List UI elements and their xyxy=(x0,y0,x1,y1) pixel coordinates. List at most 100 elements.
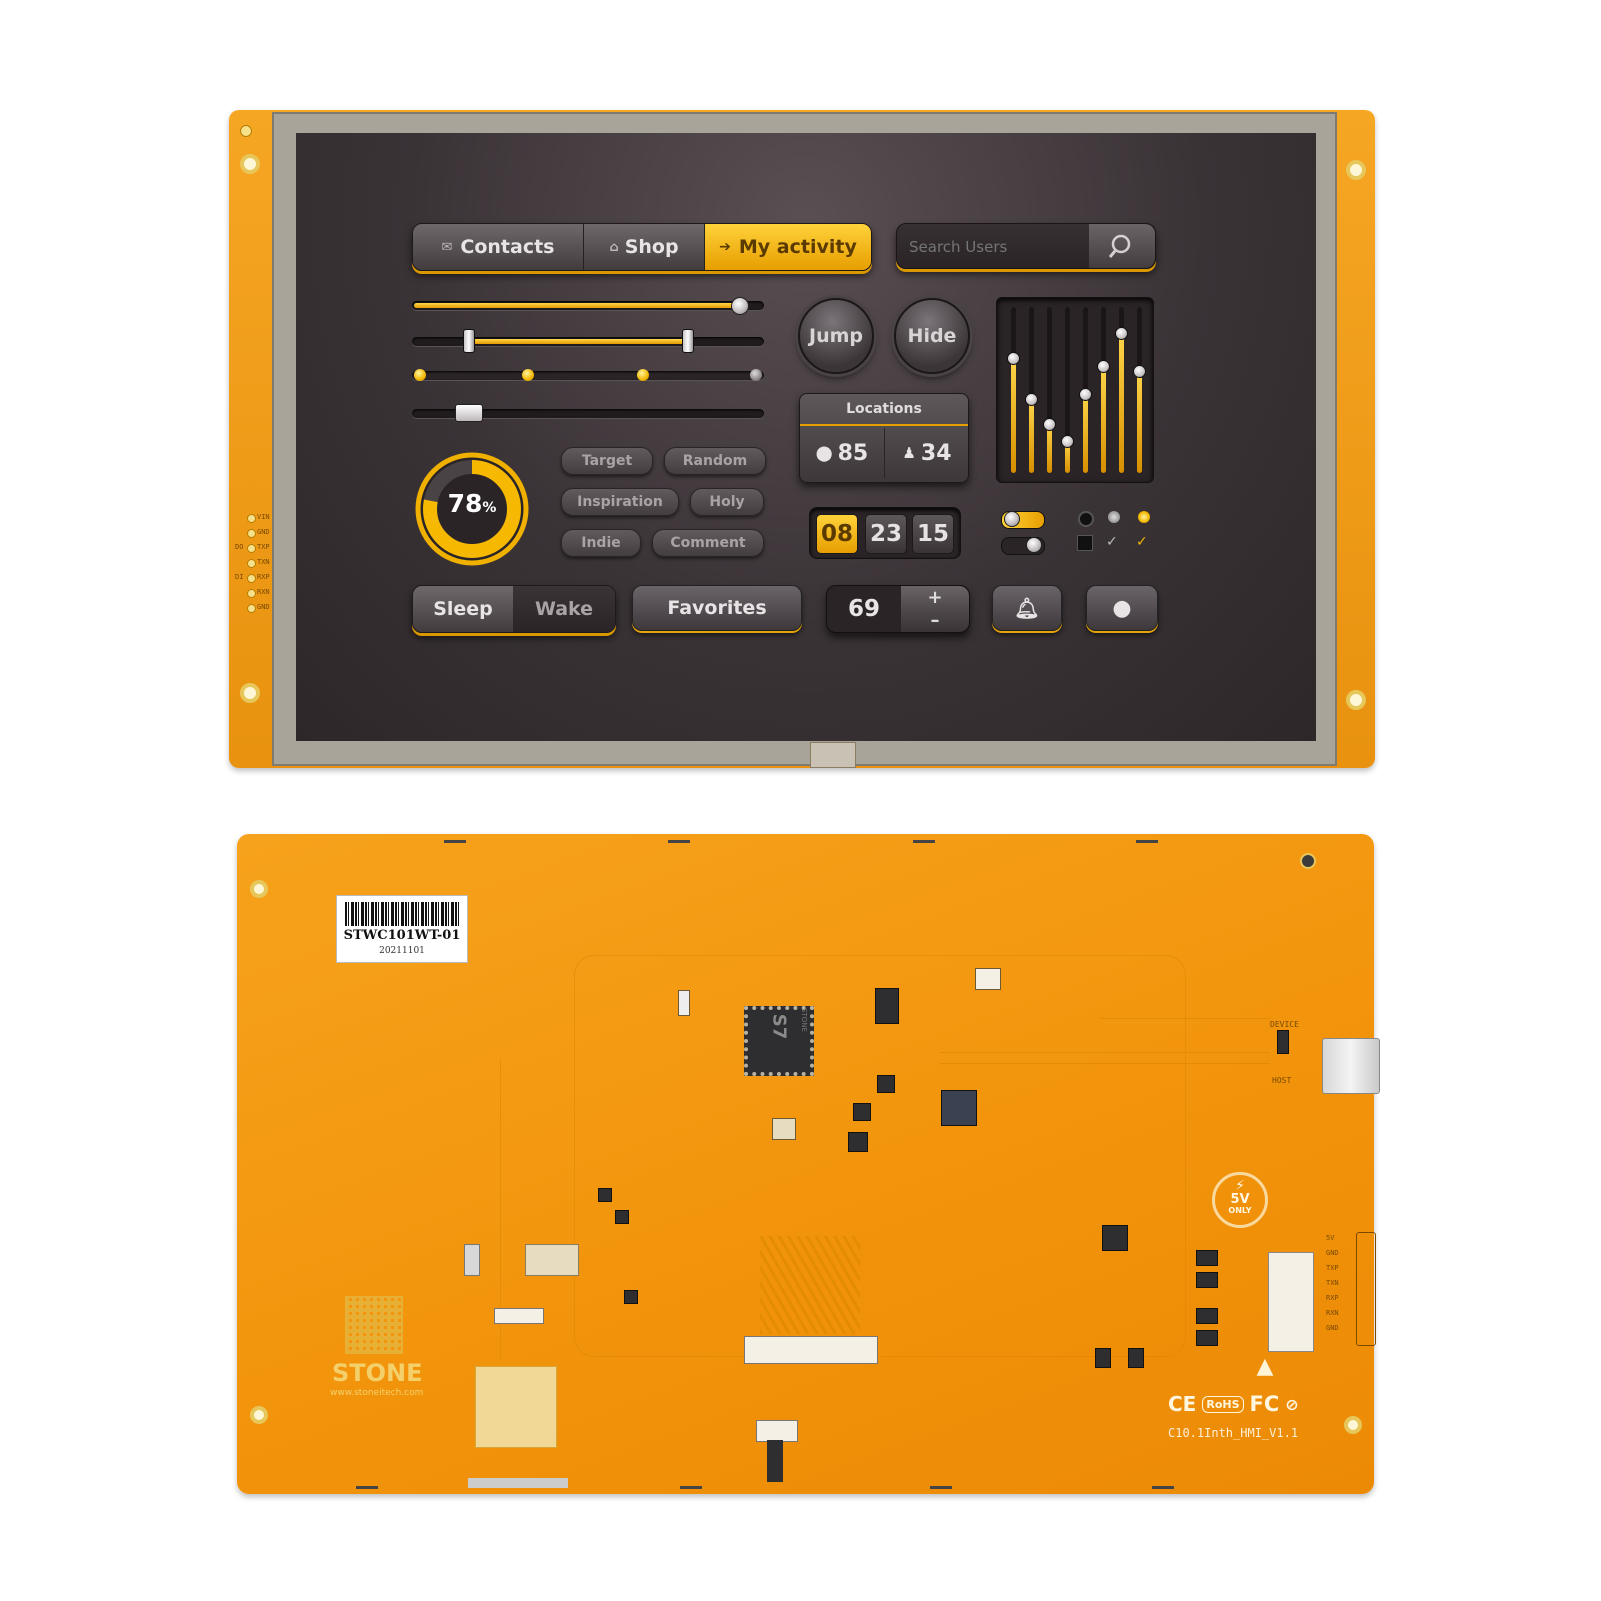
eq-knob[interactable] xyxy=(1097,360,1110,374)
pcb-trace xyxy=(574,955,1186,1357)
mount-hole xyxy=(250,1406,268,1424)
eq-channel[interactable] xyxy=(1043,307,1056,473)
eq-channel[interactable] xyxy=(1061,307,1074,473)
eq-channel[interactable] xyxy=(1025,307,1038,473)
edge-clip xyxy=(1152,1486,1174,1489)
wake-button[interactable]: Wake xyxy=(513,586,615,632)
toggle-off[interactable] xyxy=(1001,537,1045,555)
range-handle-high[interactable] xyxy=(681,329,694,353)
eq-channel[interactable] xyxy=(1097,307,1110,473)
toggle-on[interactable] xyxy=(1001,511,1045,529)
time-minutes[interactable]: 23 xyxy=(865,514,907,554)
locations-title: Locations xyxy=(800,394,968,426)
tab-my-activity[interactable]: ➔My activity xyxy=(705,224,871,270)
tab-contacts[interactable]: ✉Contacts xyxy=(413,224,584,270)
ribbon-cable xyxy=(767,1440,783,1482)
sticker-date: 20211101 xyxy=(379,946,425,956)
eq-level xyxy=(1011,356,1016,473)
radio-button-selected[interactable] xyxy=(1138,511,1150,523)
gauge-value: 78 xyxy=(447,489,483,518)
pad xyxy=(240,125,252,137)
hide-button[interactable]: Hide xyxy=(894,298,970,374)
step-slider[interactable] xyxy=(412,369,764,381)
eq-knob[interactable] xyxy=(1025,393,1038,407)
connector xyxy=(975,968,1001,990)
eq-level xyxy=(1137,370,1142,473)
bell-button[interactable]: 🔔︎ xyxy=(992,585,1062,631)
connector-pin-label: 5V xyxy=(1326,1234,1335,1242)
sleep-button[interactable]: Sleep xyxy=(413,586,513,632)
radio-button[interactable] xyxy=(1078,511,1094,527)
ic-chip xyxy=(1102,1225,1128,1251)
eq-channel[interactable] xyxy=(1115,307,1128,473)
eq-knob[interactable] xyxy=(1061,434,1074,448)
slider-1[interactable] xyxy=(412,297,764,315)
eq-knob[interactable] xyxy=(1115,326,1128,340)
search-input[interactable] xyxy=(907,234,1086,260)
locations-places[interactable]: ⬤85 xyxy=(800,428,884,478)
edge-clip xyxy=(680,1486,702,1489)
apple-button[interactable]: ● xyxy=(1086,585,1158,631)
tag-indie[interactable]: Indie xyxy=(561,529,641,557)
mount-hole xyxy=(1346,160,1366,180)
connector-pin-label: RXP xyxy=(1326,1294,1339,1302)
front-pin-header: VIN GND TXP TXN RXP RXN GND DO DI xyxy=(233,512,273,617)
tag-comment[interactable]: Comment xyxy=(652,529,764,557)
tab-shop[interactable]: ⌂Shop xyxy=(584,224,705,270)
usb-port[interactable] xyxy=(1322,1038,1380,1094)
pin-label: TXP xyxy=(257,543,270,551)
mount-hole xyxy=(240,154,260,174)
range-slider[interactable] xyxy=(412,329,764,353)
gauge-ring xyxy=(415,452,529,566)
eq-level xyxy=(1029,398,1034,473)
eq-level xyxy=(1101,365,1106,473)
checkbox[interactable] xyxy=(1077,535,1093,551)
people-count: 34 xyxy=(920,440,952,466)
mail-icon: ✉ xyxy=(441,239,453,255)
pin-label: VIN xyxy=(257,513,270,521)
tag-holy[interactable]: Holy xyxy=(690,488,764,516)
checkbox-checked-icon[interactable]: ✓ xyxy=(1106,534,1118,550)
tag-target[interactable]: Target xyxy=(561,447,653,475)
brand-url: www.stoneitech.com xyxy=(330,1388,424,1398)
eq-knob[interactable] xyxy=(1043,418,1056,432)
eq-knob[interactable] xyxy=(1133,365,1146,379)
smd-component xyxy=(464,1244,480,1276)
eq-channel[interactable] xyxy=(1079,307,1092,473)
eq-knob[interactable] xyxy=(1079,388,1092,402)
time-hours[interactable]: 08 xyxy=(816,514,858,554)
inductor xyxy=(941,1090,977,1126)
range-handle-low[interactable] xyxy=(463,329,476,353)
slider-4[interactable] xyxy=(412,404,764,422)
jump-button[interactable]: Jump xyxy=(798,298,874,374)
search-button[interactable] xyxy=(1089,224,1155,268)
time-seconds[interactable]: 15 xyxy=(912,514,954,554)
ic-chip xyxy=(1196,1272,1218,1288)
locations-people[interactable]: ♟34 xyxy=(884,428,969,478)
mount-hole xyxy=(1344,1416,1362,1434)
rohs-mark: RoHS xyxy=(1202,1395,1244,1413)
recycle-icon: ⊘ xyxy=(1285,1394,1299,1414)
slider-4-handle[interactable] xyxy=(455,404,484,422)
ic-chip xyxy=(877,1075,895,1093)
decrement-button[interactable]: – xyxy=(901,609,969,632)
ic-chip xyxy=(875,988,899,1024)
bag-icon: ⌂ xyxy=(609,239,619,255)
edge-clip xyxy=(668,840,690,843)
uart-connector xyxy=(1268,1252,1314,1352)
eq-knob[interactable] xyxy=(1007,351,1020,365)
ic-chip xyxy=(1196,1250,1218,1266)
eq-channel[interactable] xyxy=(1133,307,1146,473)
eq-channel[interactable] xyxy=(1007,307,1020,473)
favorites-button[interactable]: Favorites xyxy=(632,585,802,631)
increment-button[interactable]: + xyxy=(901,586,969,609)
ic-chip xyxy=(848,1132,868,1152)
checkbox-checked-icon[interactable]: ✓ xyxy=(1136,534,1148,550)
pin-header xyxy=(1356,1232,1376,1346)
gauge-unit: % xyxy=(482,500,497,516)
main-processor-chip: S7 STONE xyxy=(744,1006,814,1076)
ic-chip xyxy=(1095,1348,1111,1368)
tag-random[interactable]: Random xyxy=(664,447,766,475)
tag-inspiration[interactable]: Inspiration xyxy=(561,488,679,516)
radio-button[interactable] xyxy=(1108,511,1120,523)
